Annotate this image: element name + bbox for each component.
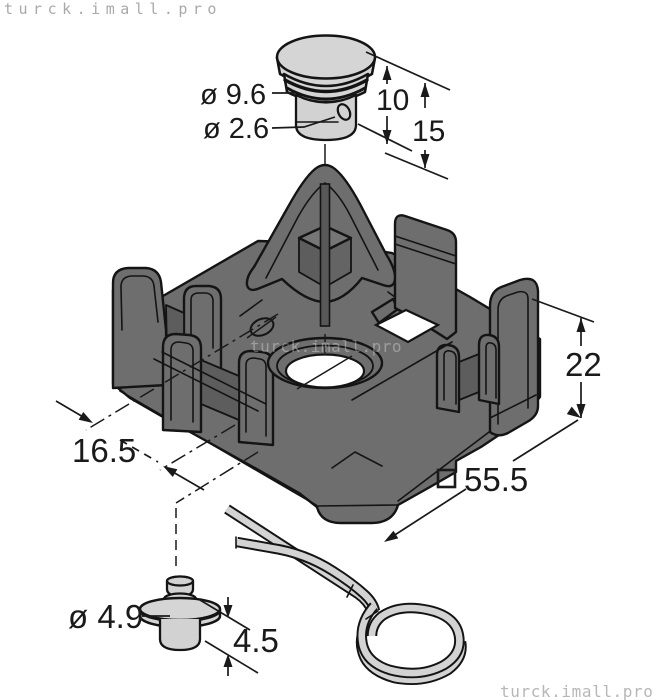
tower-center-slot xyxy=(319,183,331,327)
dim-16-5: 16.5 xyxy=(72,432,136,469)
mounting-base xyxy=(111,163,542,525)
dimension-offset: 16.5 xyxy=(55,400,205,491)
dimension-height-width: 22 55.5 xyxy=(384,298,602,542)
dim-10: 10 xyxy=(376,84,409,117)
plug-labels: ø 9.6 ø 2.6 xyxy=(200,79,336,145)
plug-cap-top xyxy=(275,34,377,80)
retaining-clip xyxy=(224,504,467,685)
dim-55-5: 55.5 xyxy=(464,461,528,498)
deck-window-hole xyxy=(373,308,441,344)
plug-side-hole xyxy=(336,103,352,121)
channel-west-near-post xyxy=(111,266,169,390)
watermark-top-left: turck.imall.pro xyxy=(4,0,222,18)
dim-4-9: ø 4.9 xyxy=(68,598,143,635)
channel-southwest-near-post xyxy=(161,332,203,434)
protective-plug xyxy=(275,34,377,168)
mounting-stud xyxy=(138,575,222,652)
dim-4-5: 4.5 xyxy=(233,622,279,659)
label-cap-diameter: ø 9.6 xyxy=(200,79,266,111)
centerlines xyxy=(85,313,279,568)
label-cap-hole-diameter: ø 2.6 xyxy=(203,113,269,145)
center-hole xyxy=(284,353,366,389)
dim-22: 22 xyxy=(565,346,602,383)
plug-height-dimensions: 10 15 xyxy=(357,51,451,180)
stud-body xyxy=(158,619,202,652)
square-symbol xyxy=(436,468,457,489)
channel-east xyxy=(488,277,540,437)
stud-dimensions: ø 4.9 4.5 xyxy=(68,597,279,676)
watermark-bottom-right: turck.imall.pro xyxy=(500,682,653,700)
channel-southeast-far-post xyxy=(477,333,501,406)
dim-15: 15 xyxy=(412,115,445,148)
watermark-center: turck.imall.pro xyxy=(250,337,402,356)
